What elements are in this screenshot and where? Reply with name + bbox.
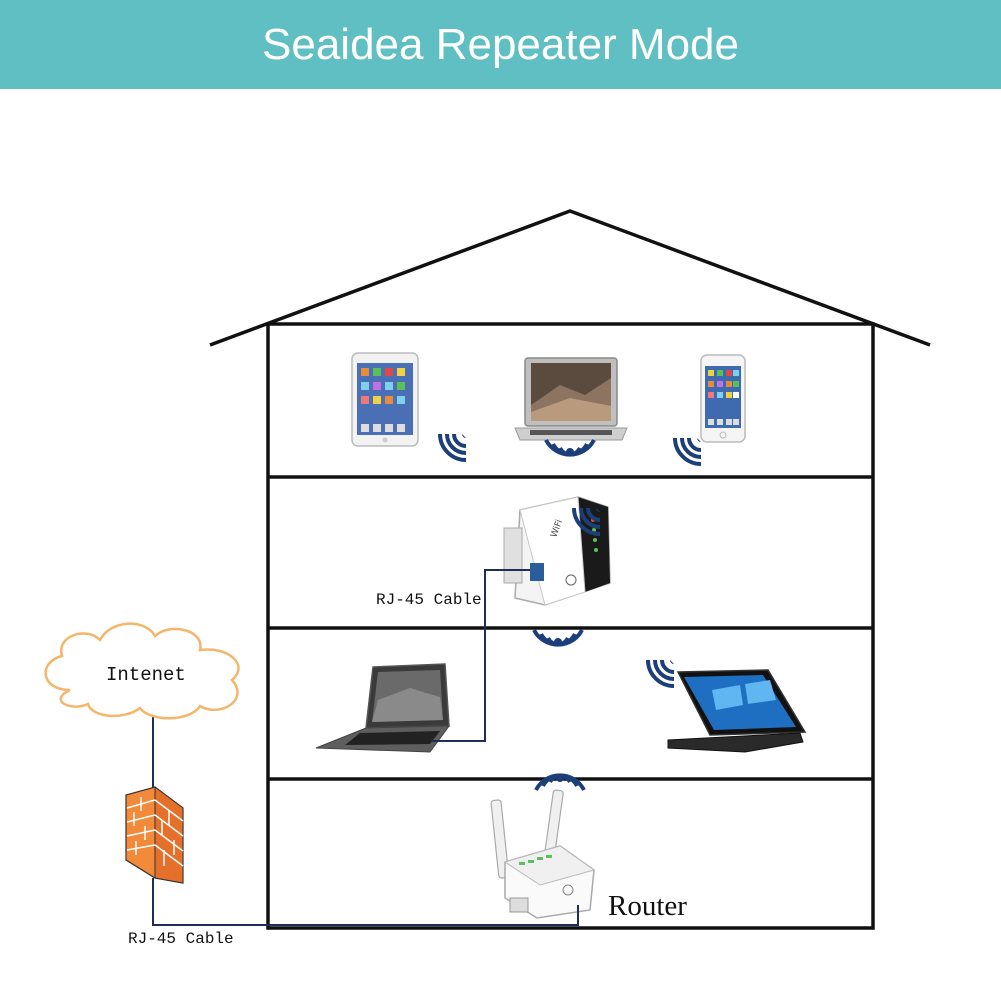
rj45-cable-label-bottom: RJ-45 Cable [128,930,234,948]
wifi-signal-icon [534,772,586,792]
tablet-icon [351,352,419,447]
smartphone-icon [700,354,746,443]
internet-label: Intenet [106,664,186,686]
router-icon [490,789,596,919]
wifi-signal-icon [544,438,596,458]
title-banner [0,0,1001,89]
rj45-cable-label-top: RJ-45 Cable [376,591,482,609]
router-label: Router [608,890,687,922]
convertible-laptop-icon [667,669,807,753]
rj45-cable-top [431,569,530,742]
firewall-icon [125,786,184,884]
rj45-cable-bottom [152,713,579,926]
wifi-repeater-icon: WiFi [503,496,611,606]
house-outline [209,209,931,930]
wifi-signal-icon [646,658,676,688]
wifi-signal-icon [532,628,584,648]
wifi-signal-icon [438,432,468,462]
laptop-icon [514,357,628,441]
cloud-icon [44,622,240,720]
wifi-signal-icon [673,436,703,466]
laptop-icon [315,663,451,753]
page-title: Seaidea Repeater Mode [262,20,739,69]
